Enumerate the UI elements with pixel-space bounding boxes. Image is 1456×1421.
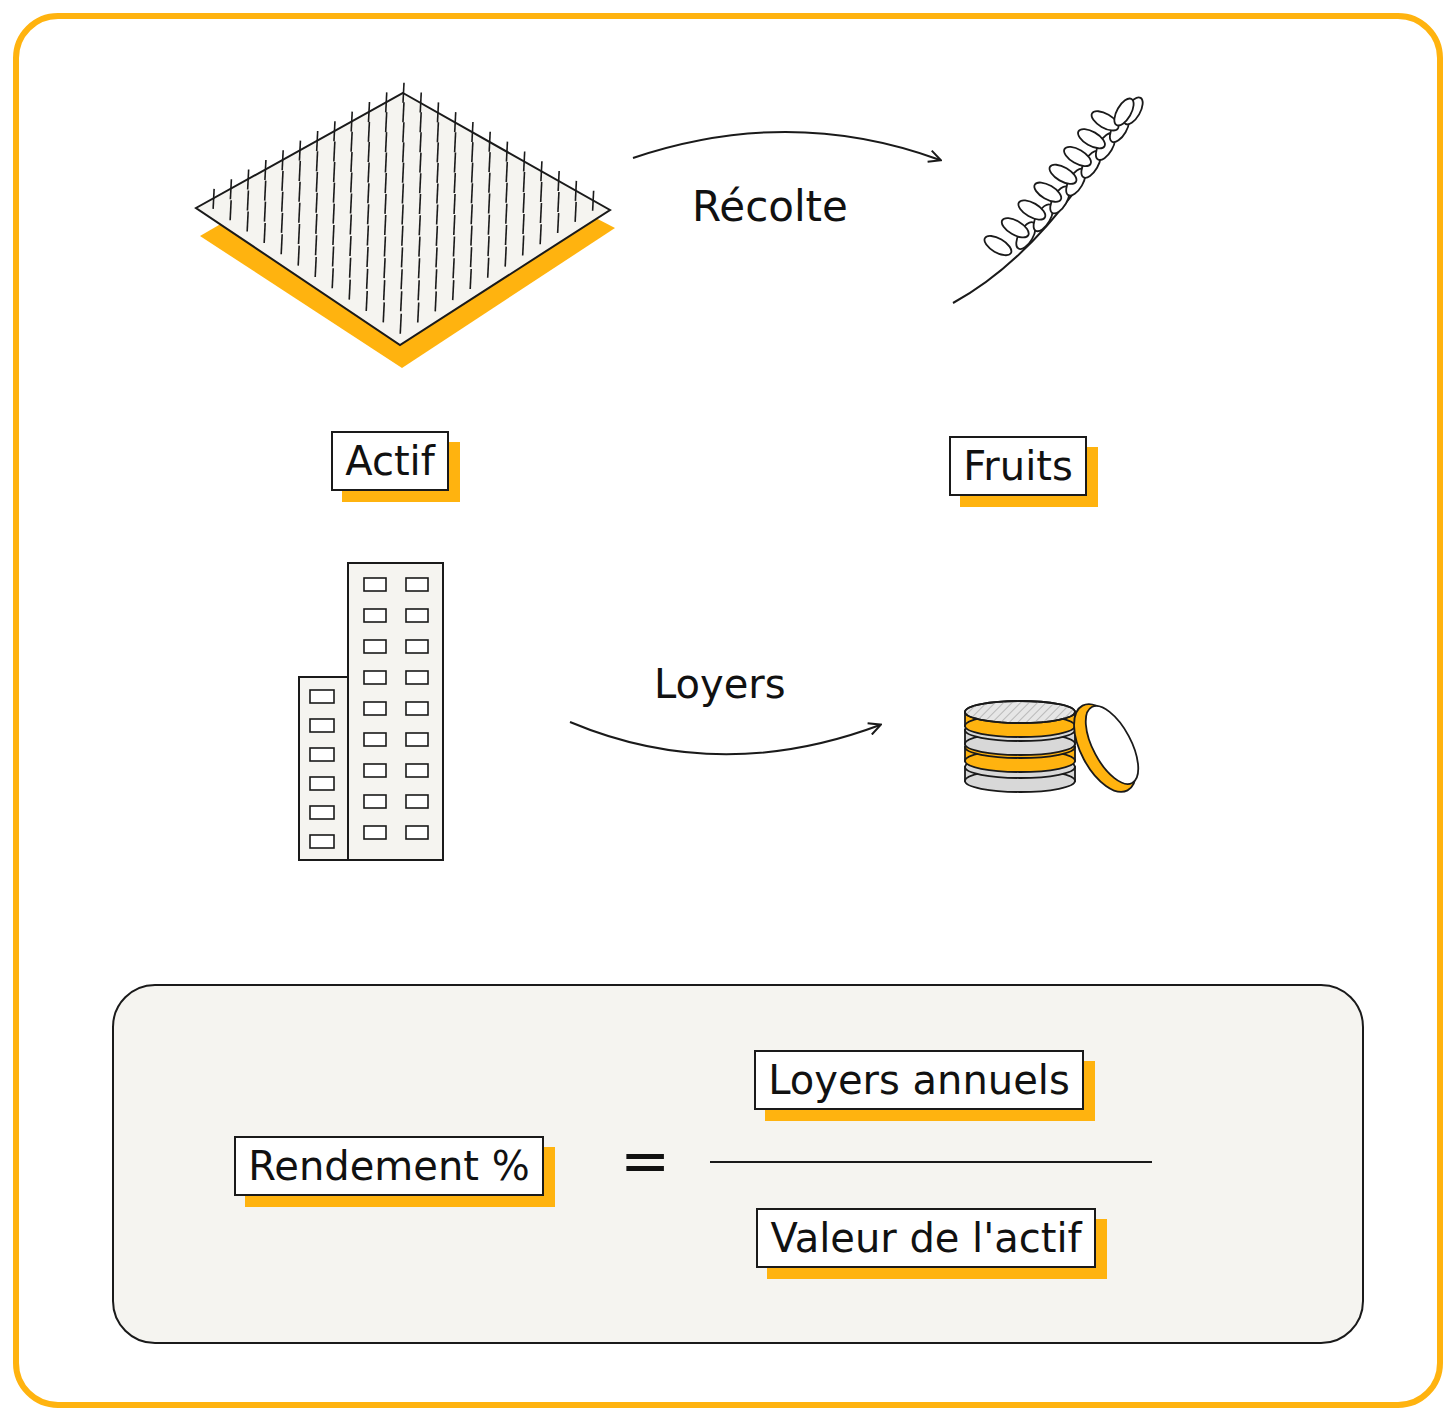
box-text: Valeur de l'actif — [770, 1214, 1081, 1262]
rent-arrow — [570, 722, 880, 754]
field-stalks — [213, 83, 594, 334]
box-text: Loyers annuels — [768, 1056, 1069, 1104]
fraction-bar — [710, 1161, 1152, 1163]
yield-box: Rendement % — [234, 1136, 544, 1196]
harvest-label: Récolte — [692, 182, 848, 232]
formula-panel — [113, 985, 1363, 1343]
box-text: Actif — [345, 437, 435, 485]
denominator-box: Valeur de l'actif — [756, 1208, 1096, 1268]
building — [299, 563, 443, 860]
harvest-arrow — [633, 132, 940, 160]
coins — [965, 694, 1149, 801]
wheat-ear — [953, 94, 1147, 303]
box-text: Fruits — [963, 442, 1073, 490]
equals-sign: = — [620, 1124, 670, 1196]
asset-label: Actif — [331, 431, 449, 491]
fruits-label: Fruits — [949, 436, 1087, 496]
box-text: Rendement % — [248, 1142, 529, 1190]
outer-frame — [16, 16, 1440, 1405]
rent-label: Loyers — [654, 660, 786, 708]
field — [196, 93, 610, 345]
numerator-box: Loyers annuels — [754, 1050, 1084, 1110]
